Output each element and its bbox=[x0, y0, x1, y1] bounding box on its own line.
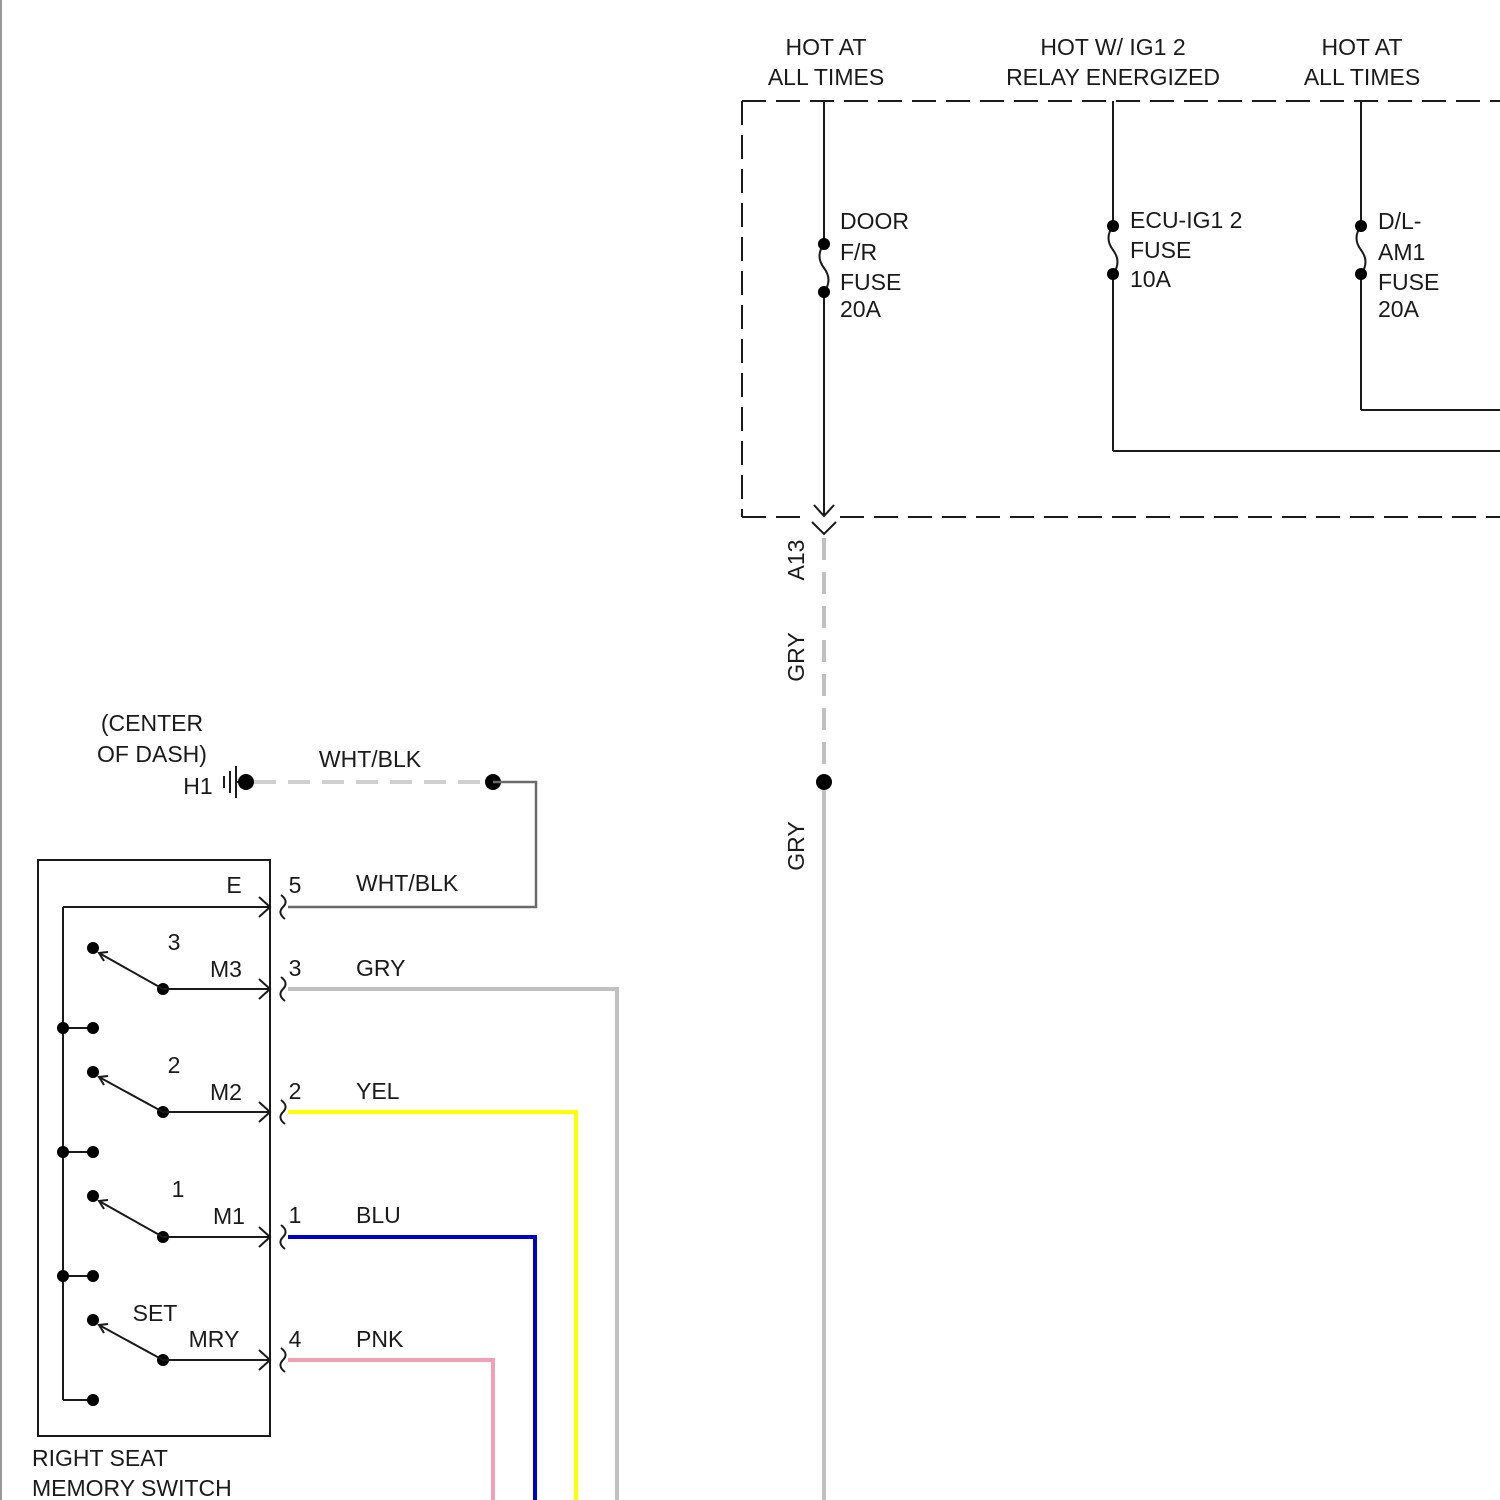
door-fuse-label-4: 20A bbox=[840, 296, 882, 322]
ecu-fuse-label-1: ECU-IG1 2 bbox=[1130, 207, 1242, 233]
m2-terminal-label: M2 bbox=[210, 1079, 242, 1105]
feed2-label-line2: RELAY ENERGIZED bbox=[1006, 64, 1220, 90]
door-fuse-label-1: DOOR bbox=[840, 208, 909, 234]
dl-fuse-label-3: FUSE bbox=[1378, 269, 1439, 295]
ecu-fuse-label-3: 10A bbox=[1130, 266, 1172, 292]
dl-fuse-circuit bbox=[1355, 101, 1500, 410]
ground-location-line2: OF DASH) bbox=[97, 741, 207, 767]
m3-terminal-label: M3 bbox=[210, 956, 242, 982]
gry-wire-pin3 bbox=[288, 989, 617, 1500]
ground-id-label: H1 bbox=[183, 773, 212, 799]
dl-fuse-label-1: D/L- bbox=[1378, 208, 1421, 234]
m1-terminal-label: M1 bbox=[213, 1203, 245, 1229]
door-fuse-label-2: F/R bbox=[840, 239, 877, 265]
feed3-label-line2: ALL TIMES bbox=[1304, 64, 1420, 90]
feed1-label-line2: ALL TIMES bbox=[768, 64, 884, 90]
pin3-wire-label: GRY bbox=[356, 955, 405, 981]
door-fuse-label-3: FUSE bbox=[840, 269, 901, 295]
pin5-wire-label: WHT/BLK bbox=[356, 870, 459, 896]
gry-upper-label: GRY bbox=[783, 632, 809, 681]
door-fuse-circuit bbox=[814, 101, 834, 516]
pnk-wire-pin4 bbox=[288, 1360, 493, 1500]
gry-lower-label: GRY bbox=[783, 821, 809, 870]
pin4-wire-label: PNK bbox=[356, 1326, 404, 1352]
ground-point bbox=[238, 774, 254, 790]
pin1-wire-label: BLU bbox=[356, 1202, 401, 1228]
ground-location-line1: (CENTER bbox=[101, 710, 203, 736]
yel-wire-pin2 bbox=[288, 1112, 576, 1500]
switch-2-label: 2 bbox=[168, 1052, 181, 1078]
feed1-label-line1: HOT AT bbox=[786, 34, 867, 60]
pin1-number: 1 bbox=[289, 1202, 302, 1228]
gry-splice bbox=[816, 774, 832, 790]
memory-set-switch[interactable] bbox=[87, 1314, 270, 1366]
ground-wire-label: WHT/BLK bbox=[319, 746, 422, 772]
dl-fuse-label-2: AM1 bbox=[1378, 239, 1425, 265]
feed3-label-line1: HOT AT bbox=[1322, 34, 1403, 60]
set-switch-label: SET bbox=[133, 1300, 178, 1326]
switch-3-label: 3 bbox=[168, 929, 181, 955]
pin3-number: 3 bbox=[289, 955, 302, 981]
blu-wire-pin1 bbox=[288, 1237, 535, 1500]
switch-title-line2: MEMORY SWITCH bbox=[32, 1475, 232, 1500]
ecu-fuse-label-2: FUSE bbox=[1130, 237, 1191, 263]
dl-fuse-label-4: 20A bbox=[1378, 296, 1420, 322]
pin5-number: 5 bbox=[289, 872, 302, 898]
switch-title-line1: RIGHT SEAT bbox=[32, 1445, 168, 1471]
switch-1-label: 1 bbox=[172, 1176, 185, 1202]
mry-terminal-label: MRY bbox=[189, 1326, 240, 1352]
pin4-number: 4 bbox=[289, 1326, 302, 1352]
pin2-number: 2 bbox=[289, 1078, 302, 1104]
terminal-e-label: E bbox=[226, 872, 241, 898]
a13-connector-label: A13 bbox=[783, 540, 809, 581]
feed2-label-line1: HOT W/ IG1 2 bbox=[1040, 34, 1185, 60]
pin2-wire-label: YEL bbox=[356, 1078, 400, 1104]
a13-connector bbox=[812, 522, 836, 534]
